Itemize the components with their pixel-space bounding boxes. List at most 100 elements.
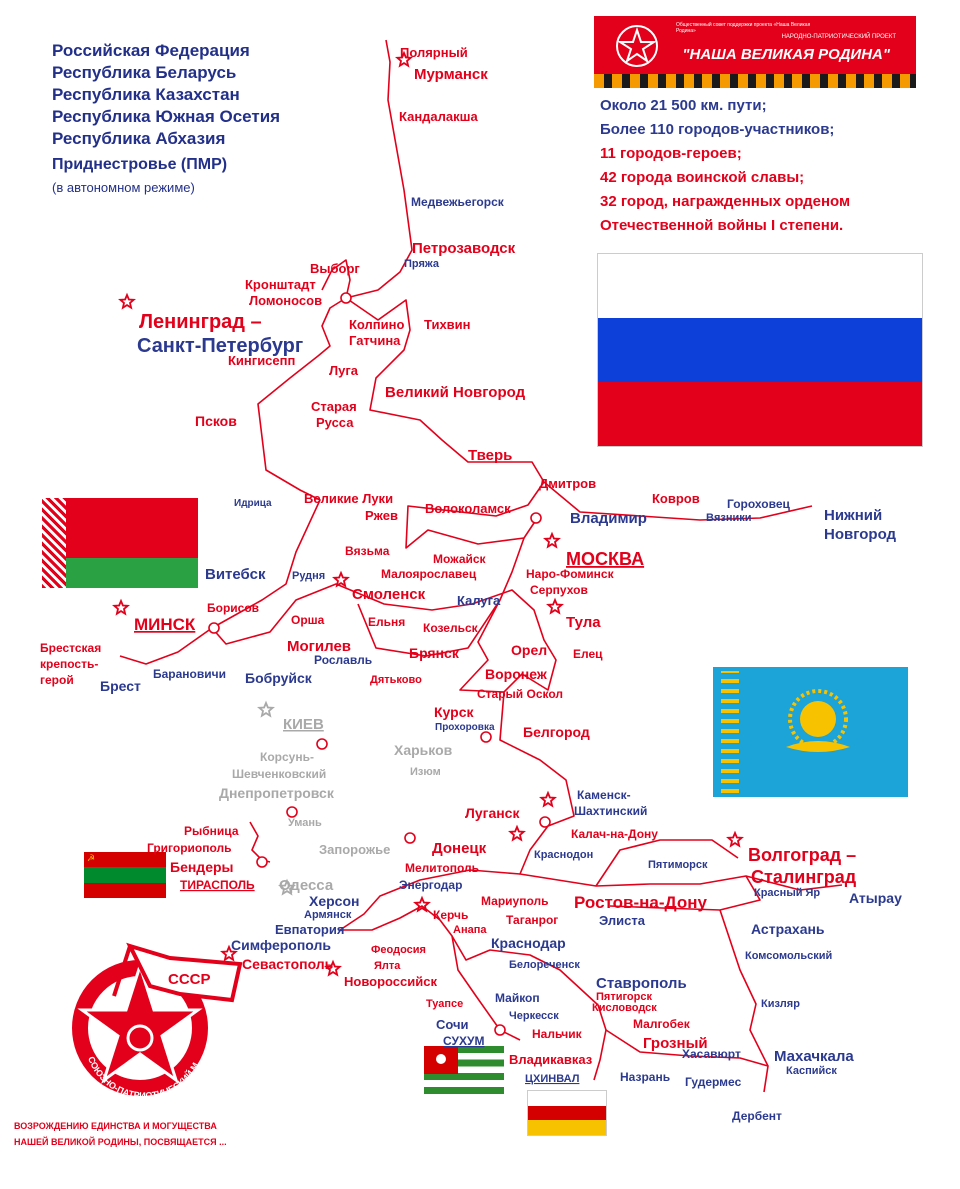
- abkhazia-flag: [424, 1046, 504, 1094]
- city-label-mogilev: Могилев: [287, 638, 351, 655]
- route-segment: [499, 691, 761, 911]
- city-label-minsk: МИНСК: [134, 615, 196, 634]
- city-label-rostov: Ростов-на-Дону: [574, 893, 707, 912]
- banner-small-text: Общественный совет поддержки проекта «На…: [676, 22, 811, 34]
- city-label-maykop: Майкоп: [495, 991, 540, 1005]
- route-segment: [405, 481, 545, 549]
- city-label-voronezh: Воронеж: [485, 666, 548, 682]
- city-label-energodar: Энергодар: [399, 878, 462, 892]
- belarus-flag: [42, 498, 198, 588]
- city-label-krasny_yar: Красный Яр: [754, 887, 820, 899]
- hand-icon: [436, 1054, 446, 1064]
- city-marker: [286, 806, 298, 818]
- south-ossetia-flag: [527, 1090, 607, 1136]
- city-label-gatchina: Гатчина: [349, 333, 401, 348]
- city-label-atyrau: Атырау: [849, 890, 902, 906]
- hero-stars: [112, 50, 744, 977]
- city-marker: [530, 512, 542, 524]
- city-label-kaluga: Калуга: [457, 593, 501, 608]
- city-label-pyatigorsk: Пятигорск: [596, 991, 652, 1003]
- hammer-sickle-icon: ☭: [87, 853, 96, 863]
- city-label-kislovodsk: Кисловодск: [592, 1002, 657, 1014]
- city-label-yalta: Ялта: [374, 960, 401, 972]
- city-label-sukhum: СУХУМ: [443, 1034, 484, 1048]
- city-label-pskov: Псков: [195, 413, 237, 429]
- city-label-tskhinval: ЦХИНВАЛ: [525, 1073, 579, 1085]
- city-label-brest_fort3: герой: [40, 673, 74, 687]
- city-label-soskol: Старый Оскол: [477, 687, 563, 701]
- city-label-belgorod: Белгород: [523, 724, 590, 740]
- city-label-polyarny: Полярный: [400, 45, 468, 60]
- city-label-rzhev: Ржев: [365, 508, 398, 523]
- city-marker: [208, 622, 220, 634]
- city-label-bendery: Бендеры: [170, 859, 234, 875]
- city-label-mariupol: Мариуполь: [481, 894, 548, 908]
- city-label-brest_fort2: крепость-: [40, 657, 98, 671]
- route-segment: [345, 297, 813, 521]
- hero-star-icon: [324, 959, 342, 977]
- pmr-flag: ☭: [84, 852, 166, 898]
- city-label-melitopol: Мелитополь: [405, 861, 479, 875]
- star-logo-icon: [616, 25, 658, 67]
- route-lines: [119, 39, 843, 1093]
- participant-countries: Российская Федерация Республика Беларусь…: [52, 40, 280, 150]
- country-kazakhstan: Республика Казахстан: [52, 85, 240, 104]
- city-label-pyatimorsk: Пятиморск: [648, 859, 708, 871]
- city-label-kamensk1: Каменск-: [577, 788, 631, 802]
- city-label-vnovgorod: Великий Новгород: [385, 384, 526, 401]
- city-label-korsun1: Корсунь-: [260, 750, 314, 764]
- city-label-nnovgorod2: Новгород: [824, 526, 897, 543]
- stat-distance: Около 21 500 км. пути;: [600, 97, 767, 114]
- stat-order-cities-2: Отечественной войны I степени.: [600, 217, 844, 234]
- stat-order-cities: 32 город, награжденных орденом: [600, 193, 851, 210]
- city-label-srussa2: Русса: [316, 415, 354, 430]
- city-label-medvezh: Медвежьегорск: [411, 195, 505, 209]
- city-label-bobruysk: Бобруйск: [245, 670, 313, 686]
- city-label-anapa: Анапа: [453, 924, 487, 936]
- city-label-smolensk: Смоленск: [352, 586, 426, 603]
- country-south-ossetia: Республика Южная Осетия: [52, 107, 281, 126]
- city-label-novoross: Новороссийск: [344, 974, 437, 989]
- hero-star-icon: [543, 531, 561, 549]
- hero-star-icon: [278, 878, 296, 896]
- banner-project-label: НАРОДНО-ПАТРИОТИЧЕСКИЙ ПРОЕКТ: [781, 34, 896, 40]
- city-label-nazran: Назрань: [620, 1070, 670, 1084]
- city-label-tula: Тула: [566, 614, 601, 631]
- city-label-kiev: КИЕВ: [283, 716, 324, 733]
- city-label-grozny: Грозный: [643, 1035, 708, 1052]
- city-label-vitebsk: Витебск: [205, 566, 266, 583]
- city-label-uman: Умань: [288, 817, 322, 829]
- city-label-lugansk: Луганск: [465, 805, 520, 821]
- city-label-dyatkovo: Дятьково: [370, 674, 422, 686]
- city-label-yelets: Елец: [573, 647, 603, 661]
- route-segment: [339, 869, 521, 1041]
- route-segment: [357, 599, 501, 657]
- hero-star-icon: [508, 824, 526, 842]
- city-label-pryazha: Пряжа: [404, 258, 440, 270]
- hero-star-icon: [112, 598, 130, 616]
- city-label-narofom: Наро-Фоминск: [526, 567, 615, 581]
- hero-star-icon: [395, 50, 413, 68]
- city-label-grigoriopol: Григориополь: [147, 841, 232, 855]
- city-label-krasnodar: Краснодар: [491, 935, 566, 951]
- city-label-brest: Брест: [100, 678, 141, 694]
- city-label-vluki: Великие Луки: [304, 491, 393, 506]
- city-label-kamensk2: Шахтинский: [574, 804, 647, 818]
- city-label-roslavl: Рославль: [314, 653, 372, 667]
- city-label-malgobek: Малгобек: [633, 1017, 691, 1031]
- city-label-serpukhov: Серпухов: [530, 583, 588, 597]
- country-abkhazia: Республика Абхазия: [52, 129, 226, 148]
- city-label-kerch: Керчь: [433, 908, 468, 922]
- route-segment: [451, 935, 607, 1081]
- city-label-kharkov: Харьков: [394, 742, 453, 758]
- city-label-tuapse: Туапсе: [426, 998, 463, 1010]
- hero-star-icon: [539, 790, 557, 808]
- city-label-yelnya: Ельня: [368, 615, 405, 629]
- dedication: ВОЗРОЖДЕНИЮ ЕДИНСТВА И МОГУЩЕСТВА НАШЕЙ …: [14, 1118, 227, 1150]
- city-label-kherson: Херсон: [309, 893, 359, 909]
- route-stats: Около 21 500 км. пути; Более 110 городов…: [600, 94, 850, 238]
- city-label-spb: Санкт-Петербург: [137, 335, 303, 357]
- hero-star-icon: [118, 292, 136, 310]
- city-label-srussa1: Старая: [311, 399, 357, 414]
- city-label-vyborg: Выборг: [310, 261, 360, 276]
